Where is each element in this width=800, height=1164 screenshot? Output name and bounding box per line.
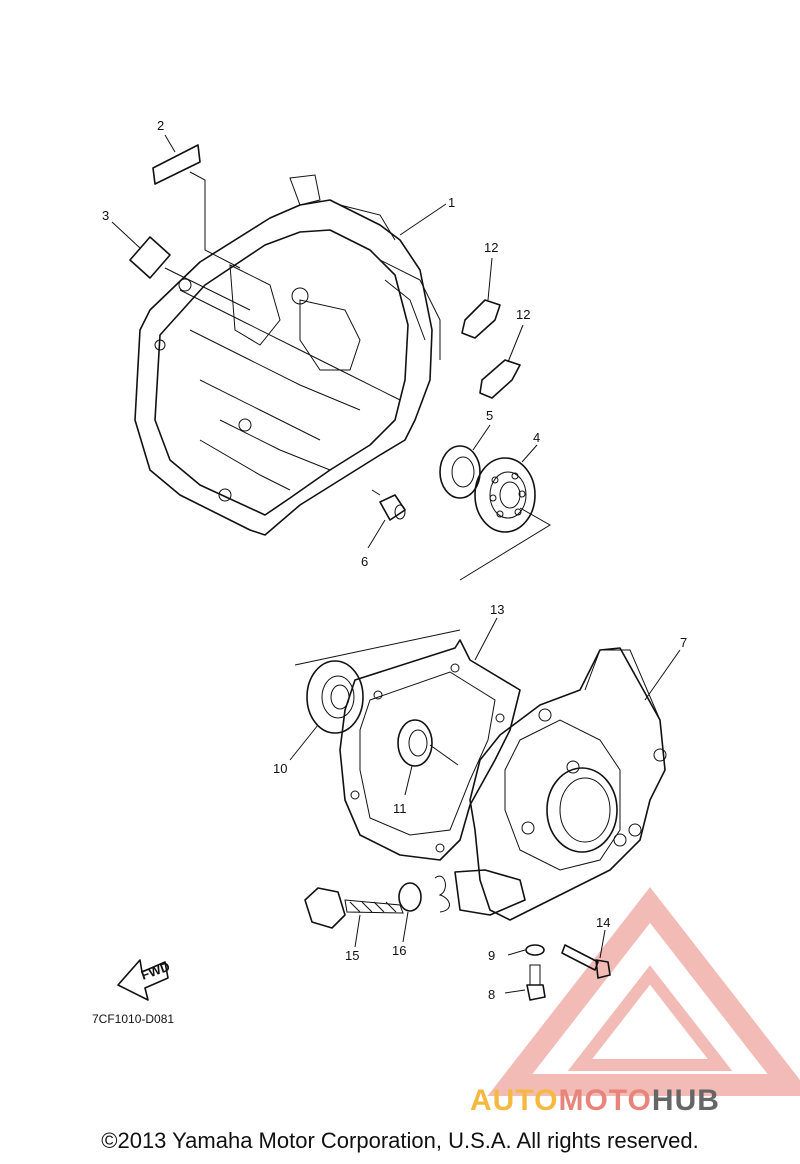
crankcase-housing: [134, 174, 441, 536]
callout-4: 4: [533, 430, 540, 445]
dowel-pin-6: [367, 489, 406, 549]
oil-seal-11: [397, 719, 459, 796]
brand-hub: HUB: [651, 1084, 720, 1117]
bearing-10: [289, 660, 364, 761]
clip-12-lower: [479, 324, 524, 399]
brand-moto: MOTO: [558, 1084, 652, 1117]
callout-9: 9: [488, 948, 495, 963]
callout-2: 2: [157, 118, 164, 133]
callout-12-upper: 12: [484, 240, 498, 255]
callout-13: 13: [490, 602, 504, 617]
watermark-logo: [487, 887, 800, 1096]
bolt-14: [561, 929, 611, 979]
oil-filler-cap-15: [304, 887, 404, 948]
bearing-4: [459, 444, 551, 581]
oil-seal-5: [439, 424, 491, 499]
diagram-code: 7CF1010-D081: [92, 1012, 175, 1026]
callout-5: 5: [486, 408, 493, 423]
callout-1: 1: [448, 195, 455, 210]
callout-3: 3: [102, 208, 109, 223]
label-plate-3: [111, 221, 251, 311]
filler-neck: [434, 869, 526, 916]
callout-6: 6: [361, 554, 368, 569]
watermark-brand: AUTOMOTOHUB: [470, 1084, 720, 1118]
clip-12-upper: [461, 257, 501, 339]
crankcase-cover-7: [469, 647, 681, 921]
gasket-13: [294, 617, 521, 861]
drain-bolt-8: [504, 964, 546, 1001]
callout-7: 7: [680, 635, 687, 650]
callout-15: 15: [345, 948, 359, 963]
copyright-notice: ©2013 Yamaha Motor Corporation, U.S.A. A…: [101, 1128, 699, 1153]
callout-16: 16: [392, 943, 406, 958]
callout-numbers: 1 2 3 4 5 6 7 8 9 10 11 12 12 13 14 15 1…: [102, 118, 687, 1002]
o-ring-16: [398, 882, 422, 943]
callout-11: 11: [393, 801, 407, 816]
callout-10: 10: [273, 761, 287, 776]
brand-auto: AUTO: [470, 1084, 559, 1117]
callout-8: 8: [488, 987, 495, 1002]
callout-12-lower: 12: [516, 307, 530, 322]
label-plate-2: [152, 134, 241, 269]
callout-14: 14: [596, 915, 610, 930]
washer-9: [507, 944, 545, 956]
forward-direction-arrow: FWD: [117, 959, 172, 1001]
